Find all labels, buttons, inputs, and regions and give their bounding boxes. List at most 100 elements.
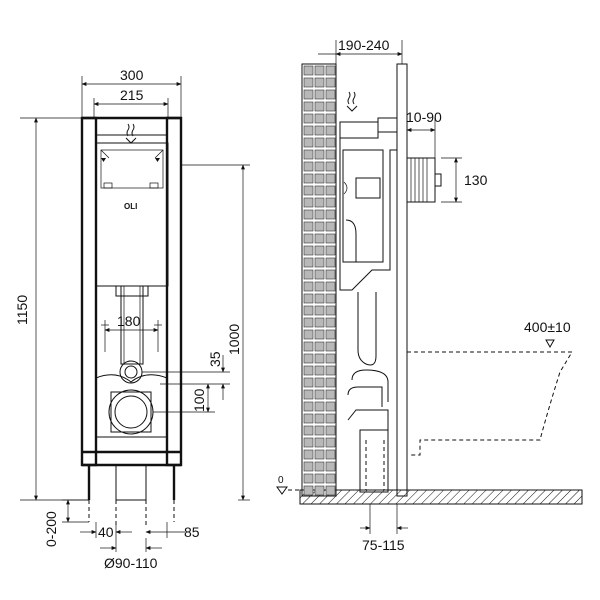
wall-brick bbox=[325, 113, 336, 124]
dim-pipe-diameter: Ø90-110 bbox=[104, 555, 158, 571]
dim-flush-pipe: 130 bbox=[464, 172, 488, 188]
dim-frame-width: 215 bbox=[120, 87, 144, 103]
wall-brick bbox=[303, 185, 314, 196]
wall-brick bbox=[303, 221, 314, 232]
wall-brick bbox=[325, 125, 336, 136]
wall-brick bbox=[325, 485, 336, 496]
dim-drain-offset: 100 bbox=[191, 388, 207, 412]
wall-brick bbox=[314, 365, 325, 376]
wall-brick bbox=[325, 425, 336, 436]
wall-brick bbox=[303, 197, 314, 208]
wall-brick bbox=[314, 269, 325, 280]
wall-brick bbox=[314, 233, 325, 244]
wall-brick bbox=[325, 413, 336, 424]
wall-brick bbox=[325, 101, 336, 112]
wall-brick bbox=[303, 233, 314, 244]
wall-brick bbox=[303, 305, 314, 316]
wall-brick bbox=[325, 365, 336, 376]
wall-brick bbox=[314, 377, 325, 388]
wall-brick bbox=[303, 113, 314, 124]
wall-brick bbox=[314, 449, 325, 460]
wall-brick bbox=[303, 437, 314, 448]
wall-brick bbox=[325, 197, 336, 208]
wall-brick bbox=[314, 161, 325, 172]
front-view: OLI bbox=[14, 67, 250, 571]
wall-brick bbox=[303, 89, 314, 100]
side-view: 190-240 10-90 130 400±10 0 75-115 bbox=[276, 37, 583, 553]
wall-brick bbox=[314, 353, 325, 364]
wall-brick bbox=[325, 353, 336, 364]
wall-brick bbox=[325, 269, 336, 280]
wall-brick bbox=[325, 389, 336, 400]
wall-brick bbox=[314, 329, 325, 340]
toilet-bowl-outline bbox=[407, 351, 573, 456]
wall-brick bbox=[303, 341, 314, 352]
front-drain bbox=[108, 389, 154, 435]
wall-brick bbox=[303, 245, 314, 256]
wall-brick bbox=[325, 77, 336, 88]
front-drain-pipe bbox=[115, 464, 147, 501]
dim-overall-width: 300 bbox=[120, 67, 144, 83]
wall-brick bbox=[314, 197, 325, 208]
wall-brick bbox=[325, 137, 336, 148]
wall-brick bbox=[325, 281, 336, 292]
wall-brick bbox=[314, 461, 325, 472]
wall-brick bbox=[303, 125, 314, 136]
wall-brick bbox=[303, 449, 314, 460]
wall-brick bbox=[325, 89, 336, 100]
wall-brick bbox=[314, 113, 325, 124]
wall-brick bbox=[325, 329, 336, 340]
wall-brick bbox=[314, 425, 325, 436]
wall-brick bbox=[303, 425, 314, 436]
wall-brick bbox=[325, 305, 336, 316]
wall-brick bbox=[314, 209, 325, 220]
wall-brick bbox=[314, 341, 325, 352]
wall-brick bbox=[303, 281, 314, 292]
front-cistern: OLI bbox=[95, 142, 169, 287]
wall-brick bbox=[303, 485, 314, 496]
wall-brick bbox=[314, 149, 325, 160]
wall-brick bbox=[314, 293, 325, 304]
front-panel bbox=[396, 63, 408, 497]
side-cistern bbox=[339, 117, 398, 291]
wall-brick bbox=[314, 173, 325, 184]
wall-brick bbox=[314, 65, 325, 76]
dim-wall-gap: 10-90 bbox=[406, 109, 442, 125]
dim-total-height: 1150 bbox=[14, 295, 30, 325]
wall-brick bbox=[325, 317, 336, 328]
wall-brick bbox=[314, 77, 325, 88]
wall-brick bbox=[303, 377, 314, 388]
wall-brick bbox=[325, 377, 336, 388]
dim-floor-level: 0 bbox=[278, 475, 284, 486]
wall-brick bbox=[325, 293, 336, 304]
wall-brick bbox=[325, 461, 336, 472]
wall-brick bbox=[325, 173, 336, 184]
wall-brick bbox=[303, 173, 314, 184]
wall-brick bbox=[314, 437, 325, 448]
wall-brick bbox=[303, 149, 314, 160]
dim-height-to-bolts: 1000 bbox=[226, 324, 242, 355]
wall-brick bbox=[314, 473, 325, 484]
wall-brick bbox=[303, 257, 314, 268]
brand-logo: OLI bbox=[124, 202, 137, 211]
dim-bolt-spacing: 180 bbox=[117, 313, 141, 329]
brick-wall bbox=[301, 63, 337, 497]
wall-brick bbox=[303, 137, 314, 148]
wall-brick bbox=[303, 209, 314, 220]
wall-brick bbox=[314, 257, 325, 268]
wall-brick bbox=[303, 389, 314, 400]
bowl-height-marker bbox=[545, 339, 555, 349]
side-pipes bbox=[347, 292, 389, 493]
dim-outlet-offset: 35 bbox=[207, 351, 223, 367]
wall-brick bbox=[325, 221, 336, 232]
wall-brick bbox=[303, 365, 314, 376]
wall-brick bbox=[325, 233, 336, 244]
wall-brick bbox=[325, 185, 336, 196]
wall-brick bbox=[303, 461, 314, 472]
wall-brick bbox=[325, 245, 336, 256]
front-bolts bbox=[101, 320, 162, 352]
wall-brick bbox=[314, 305, 325, 316]
wall-brick bbox=[303, 77, 314, 88]
dim-depth: 190-240 bbox=[338, 37, 390, 53]
